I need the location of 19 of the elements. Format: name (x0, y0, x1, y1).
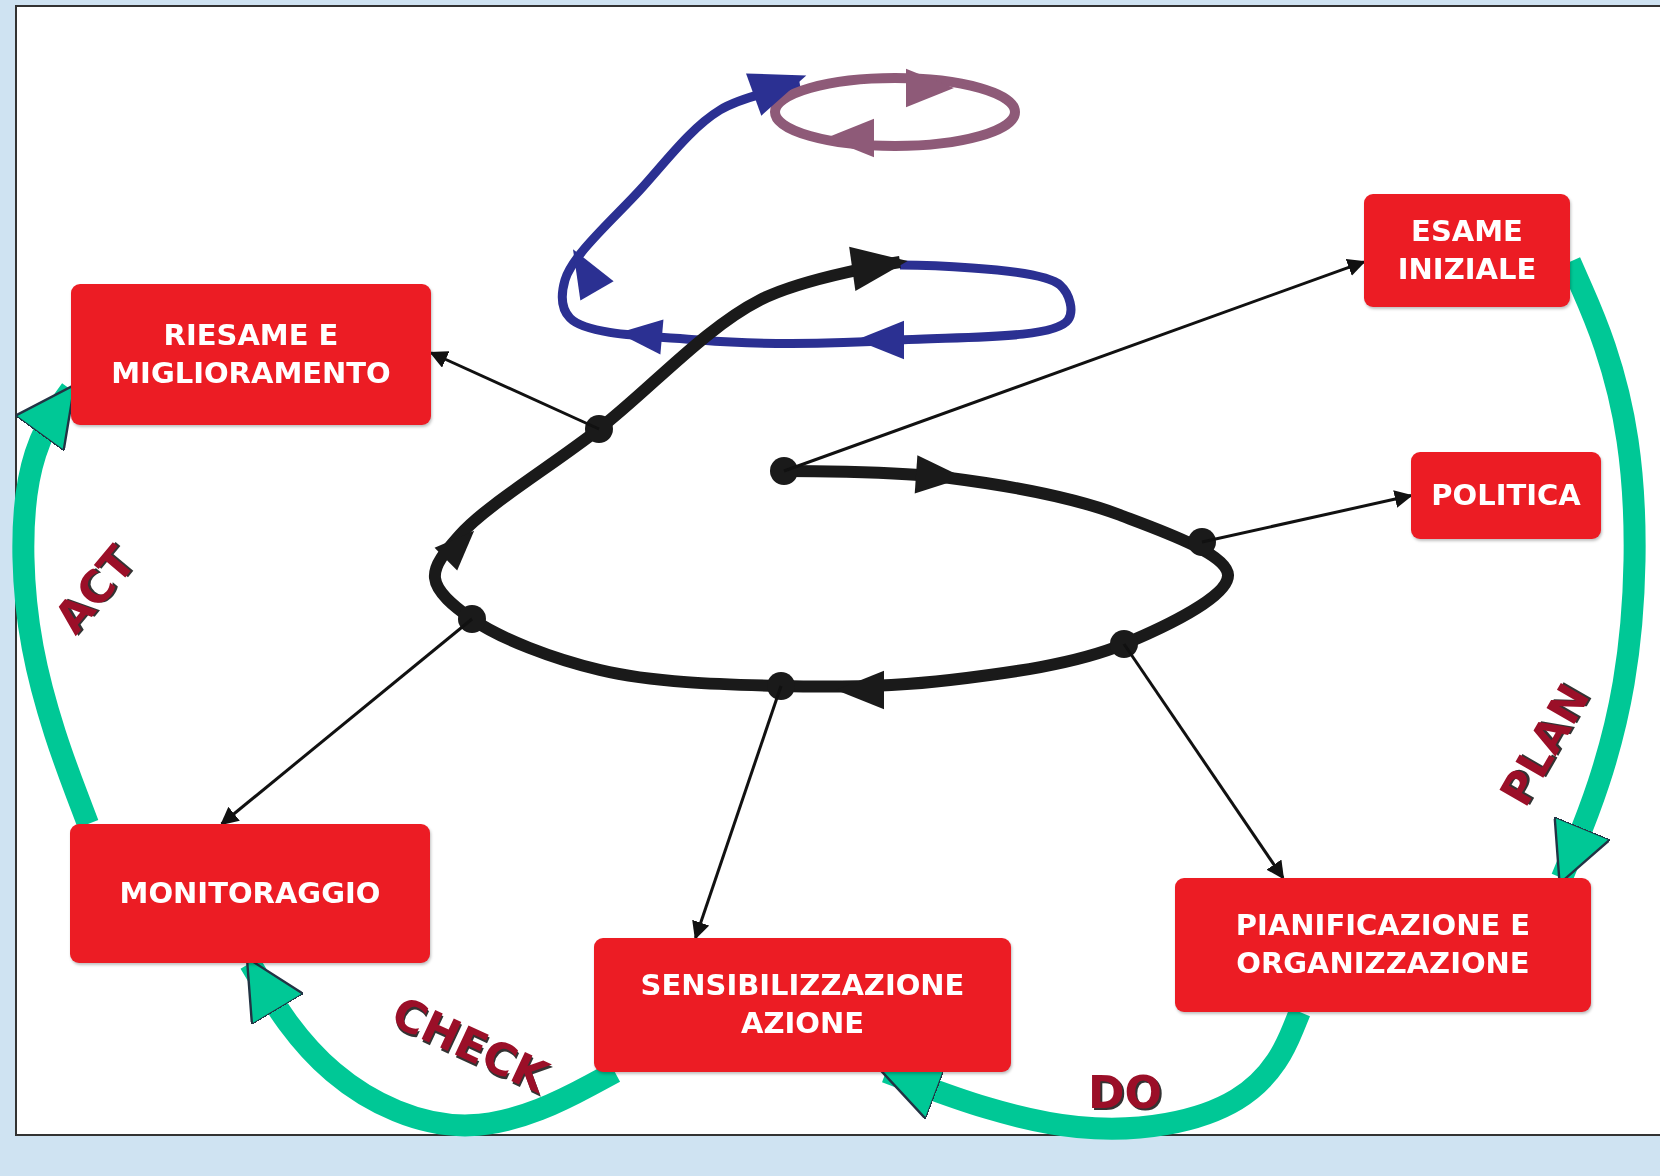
box-label: MONITORAGGIO (119, 874, 381, 912)
edge-label: DO (1088, 1071, 1162, 1115)
arrow (220, 617, 473, 826)
box-label: PIANIFICAZIONE E ORGANIZZAZIONE (1234, 907, 1532, 982)
process-box (1411, 452, 1601, 539)
box-label: ESAME INIZIALE (1396, 212, 1538, 288)
arrow (1201, 490, 1413, 544)
box-label: RIESAME E MIGLIORAMENTO (110, 316, 392, 392)
arrow (692, 685, 783, 940)
process-box (70, 824, 430, 963)
process-box (594, 938, 1011, 1072)
arrow (1122, 643, 1285, 880)
arrow (783, 258, 1366, 473)
box-label: SENSIBILIZZAZIONE AZIONE (639, 967, 966, 1042)
process-box (71, 284, 431, 425)
process-box (1175, 878, 1591, 1012)
arrow (429, 351, 600, 431)
process-box (1364, 194, 1570, 307)
box-label: POLITICA (1431, 476, 1581, 514)
